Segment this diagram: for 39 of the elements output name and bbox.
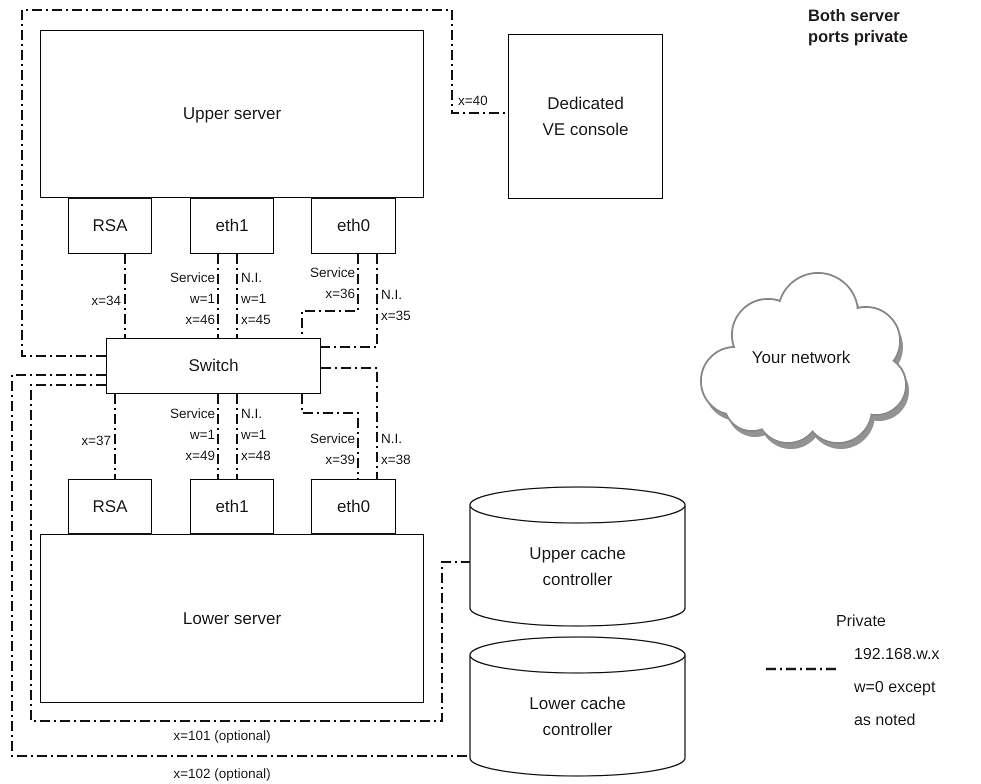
port-box bbox=[311, 479, 396, 534]
network-link bbox=[236, 254, 238, 338]
legend-text: Private 192.168.w.x w=0 except as noted bbox=[836, 612, 940, 731]
network-link bbox=[11, 374, 470, 757]
server-box bbox=[40, 534, 424, 703]
network-link bbox=[321, 254, 378, 348]
network-link bbox=[236, 394, 238, 479]
network-link bbox=[321, 367, 378, 479]
node-label: Lower cache controller bbox=[528, 692, 627, 742]
node-label: eth0 bbox=[336, 496, 370, 518]
node-label: Upper server bbox=[182, 103, 282, 126]
node-label: eth1 bbox=[215, 215, 249, 238]
storage-cylinder bbox=[470, 637, 685, 776]
port-box bbox=[68, 479, 152, 534]
port-box bbox=[68, 198, 152, 254]
node-label: eth1 bbox=[215, 496, 249, 518]
port-box bbox=[190, 479, 274, 534]
node-label: Lower server bbox=[182, 608, 282, 630]
node-label: Dedicated VE console bbox=[542, 93, 630, 140]
network-link bbox=[114, 394, 116, 479]
node-label: eth0 bbox=[336, 215, 370, 238]
console-box bbox=[508, 34, 663, 199]
network-link bbox=[30, 384, 470, 722]
node-label: RSA bbox=[92, 496, 128, 518]
network-link bbox=[217, 254, 219, 338]
node-label: RSA bbox=[92, 215, 128, 238]
diagram-title: Both server ports private bbox=[808, 6, 909, 48]
storage-cylinder bbox=[470, 487, 685, 626]
node-label: Your network bbox=[752, 347, 850, 370]
node-label: Switch bbox=[188, 355, 239, 378]
server-box bbox=[40, 30, 424, 198]
network-link bbox=[217, 394, 219, 479]
port-box bbox=[190, 198, 274, 254]
network-link bbox=[301, 394, 359, 479]
node-label: Upper cache controller bbox=[528, 542, 627, 592]
network-link bbox=[21, 9, 508, 357]
port-box bbox=[311, 198, 396, 254]
network-link bbox=[124, 254, 126, 338]
switch-box bbox=[106, 338, 321, 394]
